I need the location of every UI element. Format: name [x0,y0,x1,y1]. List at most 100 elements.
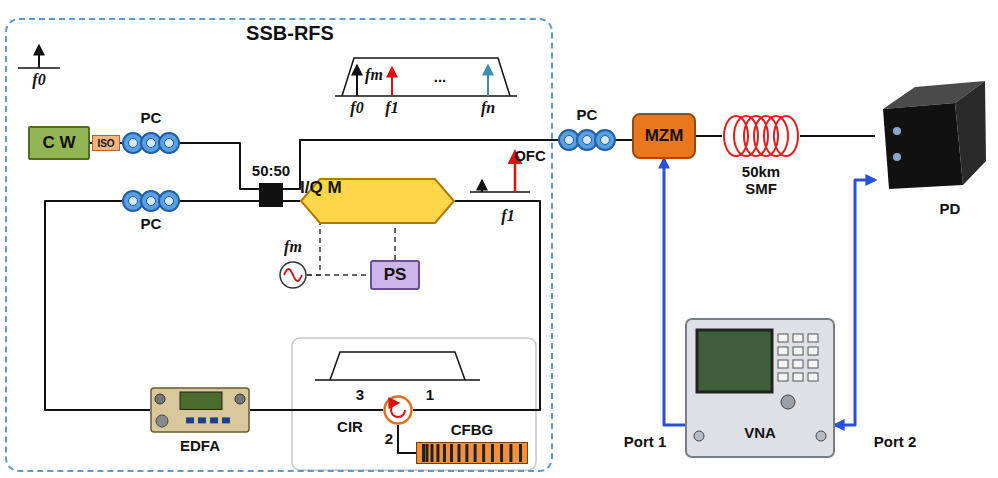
component-label: CFBG [451,421,494,438]
grating-body [417,443,528,464]
shape-drawing [416,442,528,464]
optical-fiber [178,143,259,189]
fiber-spool: 50km SMF [722,114,800,158]
paddle-ring [595,130,615,150]
frequency-label: fm [365,66,383,84]
paddle-ring [159,191,179,211]
grating-stripe [443,444,446,462]
shape-group [724,116,798,156]
hexagon-outline [301,179,454,223]
component-label: PC [577,106,598,123]
grating-stripe [458,444,461,462]
polarization-controller: PC [124,132,178,154]
spectrum-stroke [356,66,358,96]
photodetector: PD [875,81,987,191]
ellipsis-label: ... [434,68,447,85]
grating-stripe [431,444,434,462]
frequency-label: fn [481,99,495,117]
amplifier-button [210,417,218,423]
spectrum-stroke [330,352,465,380]
input-spectrum [18,46,60,68]
fiber-loop [764,116,788,156]
analyzer-port [694,431,704,441]
optical-fiber [413,201,540,410]
amplifier-knob [156,415,168,427]
shape-drawing [124,190,178,212]
fiber-bragg-grating: CFBG [416,442,528,464]
shape-group [686,319,834,457]
analyzer-key [778,360,788,368]
source-circle [280,262,306,288]
grating-stripe [436,444,439,462]
frequency-label: f1 [501,207,514,225]
paddle-hub [565,136,574,145]
isolator: ISO [92,135,120,151]
optical-fiber [45,201,150,410]
component-label: PD [940,200,961,217]
optical-amplifier: EDFA [150,387,250,433]
component-label: PC [141,109,162,126]
spectrum-stroke [342,58,510,96]
analyzer-key [778,373,788,381]
spectrum-stroke [470,191,530,193]
shape-group [123,133,179,153]
optical-fiber [696,135,722,137]
grating-stripe [425,444,428,462]
grating-stripe [482,444,485,462]
shape-drawing [722,114,800,158]
frequency-label: f1 [385,99,398,117]
grating-stripe [474,444,477,462]
component-label: CIR [337,418,363,435]
rf-cable [664,159,685,425]
polarization-controller: PC [560,129,614,151]
analyzer-key [778,334,788,342]
component-label: PC [141,215,162,232]
shape-drawing [124,132,178,154]
optical-fiber [398,425,416,453]
frequency-label: f0 [350,99,363,117]
polarization-controller: PC [124,190,178,212]
grating-stripe [422,444,425,462]
network-analyzer: VNA [685,318,835,458]
analyzer-key [808,360,818,368]
analyzer-body [686,319,834,457]
shape-drawing [150,387,250,433]
detector-port [893,127,901,135]
box-text: ISO [97,138,114,149]
paddle-hub [165,197,174,206]
amplifier-button [222,417,230,423]
component-label: VNA [744,424,776,441]
shape-group [883,81,986,189]
signal-label: OFC [514,147,546,164]
analyzer-key [793,347,803,355]
shape-group [559,130,615,150]
spectrum-stroke [335,95,517,97]
shape-drawing [560,129,614,151]
paddle-ring [159,133,179,153]
shape-group [301,179,454,223]
electrical-line [394,224,396,260]
amplifier-screen [180,392,222,409]
system-region: SSB-RFSC WISOPC50:50PCI/Q MfmPSEDFACIRCF… [5,18,553,472]
optical-fiber [800,135,875,137]
port-number: 3 [356,386,364,403]
box-text: MZM [645,126,684,146]
analyzer-key [808,334,818,342]
analyzer-key [778,347,788,355]
optical-fiber [250,409,383,411]
spectrum-stroke [487,66,489,96]
spectrum-stroke [292,338,536,470]
paddle-hub [583,136,592,145]
shape-drawing [279,261,307,289]
shape-group [417,443,528,464]
amplifier-body [151,388,249,432]
optical-coupler: 50:50 [259,183,283,207]
component-label: SSB-RFS [246,22,334,45]
circulator-ring [385,397,412,424]
port-number: 2 [385,430,393,447]
box-text: C W [42,133,75,153]
spectrum-stroke [481,181,483,192]
paddle-hub [601,136,610,145]
